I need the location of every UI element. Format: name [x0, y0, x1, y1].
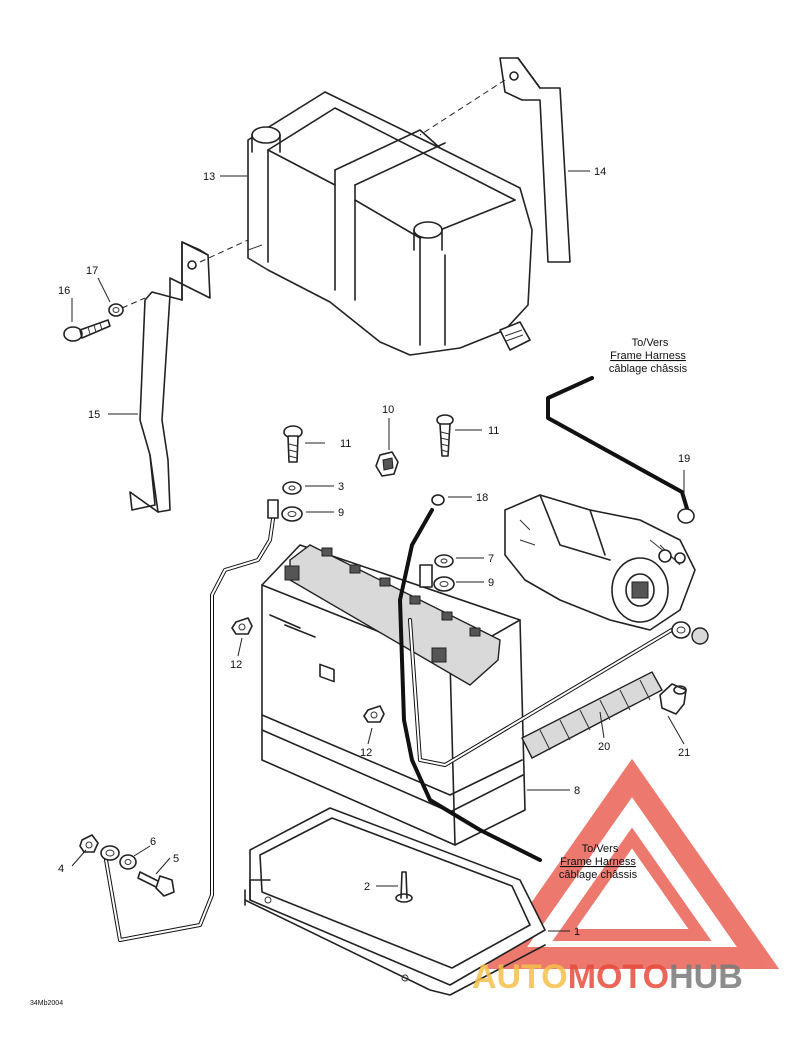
callout-11-left: 11: [340, 438, 351, 450]
callout-15: 15: [88, 409, 100, 421]
terminal-boot: [659, 683, 687, 715]
battery: [261, 544, 526, 846]
protective-sleeve: [521, 671, 663, 759]
callout-9-right: 9: [488, 577, 494, 589]
vent-fitting: [375, 451, 399, 477]
watermark-part-2: MOTO: [568, 958, 669, 996]
watermark-part-3: HUB: [669, 958, 743, 996]
callout-21: 21: [678, 747, 690, 759]
watermark-text: AUTOMOTOHUB: [472, 958, 743, 996]
nut-12-lower: [363, 705, 385, 723]
harness-top-line3: câblage châssis: [609, 363, 688, 375]
callout-17: 17: [86, 265, 98, 277]
ground-cable: [546, 376, 690, 514]
callout-1: 1: [574, 926, 580, 938]
leader-lines: [71, 170, 685, 932]
svg-text:AUTOMOTOHUB: AUTOMOTOHUB: [472, 958, 743, 996]
callout-13: 13: [203, 171, 215, 183]
watermark-logo-triangle: [484, 758, 780, 969]
harness-top-line1: To/Vers: [632, 337, 669, 349]
harness-bottom-line1: To/Vers: [582, 843, 619, 855]
callout-11-right: 11: [488, 425, 499, 437]
terminal-18: [431, 494, 445, 506]
battery-cover: [247, 91, 533, 356]
callout-4: 4: [58, 863, 64, 875]
callout-5: 5: [173, 853, 179, 865]
ring-terminal-left: [100, 845, 120, 861]
callout-3: 3: [338, 481, 344, 493]
callout-19: 19: [678, 453, 690, 465]
washer-7: [434, 554, 454, 568]
screw-2: [395, 871, 413, 903]
support-bracket-right: [499, 57, 571, 263]
cell-caps: [321, 547, 481, 637]
washer-9-left: [281, 506, 303, 522]
watermark-part-1: AUTO: [472, 958, 568, 996]
positive-cable-to-frame: [398, 508, 542, 862]
callout-7: 7: [488, 553, 494, 565]
bolt-11-left: [283, 425, 303, 463]
screw-16: [63, 319, 111, 342]
callout-9-left: 9: [338, 507, 344, 519]
harness-top-line2: Frame Harness: [610, 350, 686, 362]
harness-bottom-line3: câblage châssis: [559, 869, 638, 881]
callout-14: 14: [594, 166, 606, 178]
callout-labels: 13 14 16 17 15 10 11 11 3 9 18 7 9 19 12…: [58, 166, 690, 938]
callout-18: 18: [476, 492, 488, 504]
figure-code: 34Mb2004: [30, 1000, 63, 1007]
callout-20: 20: [598, 741, 610, 753]
starter-motor: [504, 494, 696, 631]
callout-8: 8: [574, 785, 580, 797]
callout-6: 6: [150, 836, 156, 848]
bolt-11-right: [436, 414, 454, 457]
washer-6: [119, 854, 137, 870]
washer-17: [108, 303, 124, 317]
harness-note-top: To/Vers Frame Harness câblage châssis: [609, 337, 688, 375]
callout-12-upper: 12: [230, 659, 242, 671]
harness-note-bottom: To/Vers Frame Harness câblage châssis: [559, 843, 638, 881]
callout-10: 10: [382, 404, 394, 416]
nut-4: [79, 834, 99, 853]
callout-2: 2: [364, 881, 370, 893]
washer-3: [282, 481, 302, 495]
washer-9-right: [433, 576, 455, 592]
bolt-5: [137, 871, 175, 897]
callout-12-lower: 12: [360, 747, 372, 759]
callout-16: 16: [58, 285, 70, 297]
support-bracket-left: [129, 241, 211, 513]
nut-12-upper: [231, 617, 253, 635]
harness-bottom-line2: Frame Harness: [560, 856, 636, 868]
terminal-nut-starter: [671, 621, 709, 645]
